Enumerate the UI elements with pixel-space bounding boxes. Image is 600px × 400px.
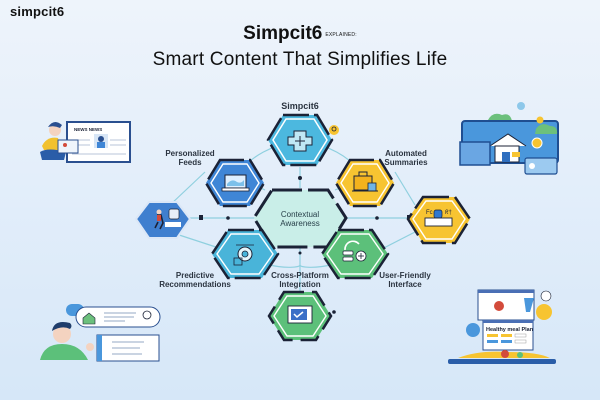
node-right[interactable]: Fᴄ ᖇ† xyxy=(406,195,472,245)
node-personalized-feeds[interactable] xyxy=(204,158,266,208)
briefcase-icon xyxy=(352,171,378,192)
laptop-icon xyxy=(221,174,250,192)
label-predictive-recommendations: Predictive Recommendations xyxy=(159,271,231,289)
lightbulb-icon xyxy=(329,125,339,135)
svg-text:Fᴄ: Fᴄ xyxy=(426,210,433,216)
brand-logo: simpcit6 xyxy=(10,4,65,19)
node-left[interactable] xyxy=(134,201,192,239)
illustration-smart-home xyxy=(459,102,559,175)
title-main: Simpcit6 xyxy=(243,23,323,44)
illustration-chat-person xyxy=(40,304,161,362)
label-personalized-feeds: Personalized Feeds xyxy=(165,149,215,167)
illustration-meal-plan: Healthy meal Plan xyxy=(448,289,556,364)
node-user-friendly-interface[interactable] xyxy=(320,228,390,280)
desk-lamp-icon: Fᴄ ᖇ† xyxy=(424,209,453,227)
hub-label: Simpcit6 xyxy=(281,101,319,111)
label-cross-platform-integration: Cross-Platform Integration xyxy=(271,271,329,289)
svg-text:ᖇ†: ᖇ† xyxy=(445,209,452,216)
title-sub: EXPLAINED: xyxy=(325,31,357,38)
label-user-friendly-interface: User-Friendly Interface xyxy=(379,271,431,289)
page-subtitle: Smart Content That Simplifies Life xyxy=(152,49,448,70)
news-caption: NEWS NEWS xyxy=(74,127,102,132)
illustration-news-reader: NEWS NEWS xyxy=(40,121,131,163)
label-contextual-awareness: Contextual Awareness xyxy=(280,210,320,228)
meal-plan-caption: Healthy meal Plan xyxy=(486,327,534,333)
label-automated-summaries: Automated Summaries xyxy=(384,149,428,167)
person-walking-icon xyxy=(154,208,181,230)
node-hub[interactable] xyxy=(266,113,339,167)
node-automated-summaries[interactable] xyxy=(334,158,396,208)
target-icon xyxy=(233,244,254,266)
user-plus-icon xyxy=(342,240,367,262)
node-predictive-recommendations[interactable] xyxy=(210,228,280,280)
checkbox-screen-icon xyxy=(287,305,313,324)
node-cross-platform-integration[interactable] xyxy=(267,290,336,342)
plus-cross-icon xyxy=(287,130,313,152)
